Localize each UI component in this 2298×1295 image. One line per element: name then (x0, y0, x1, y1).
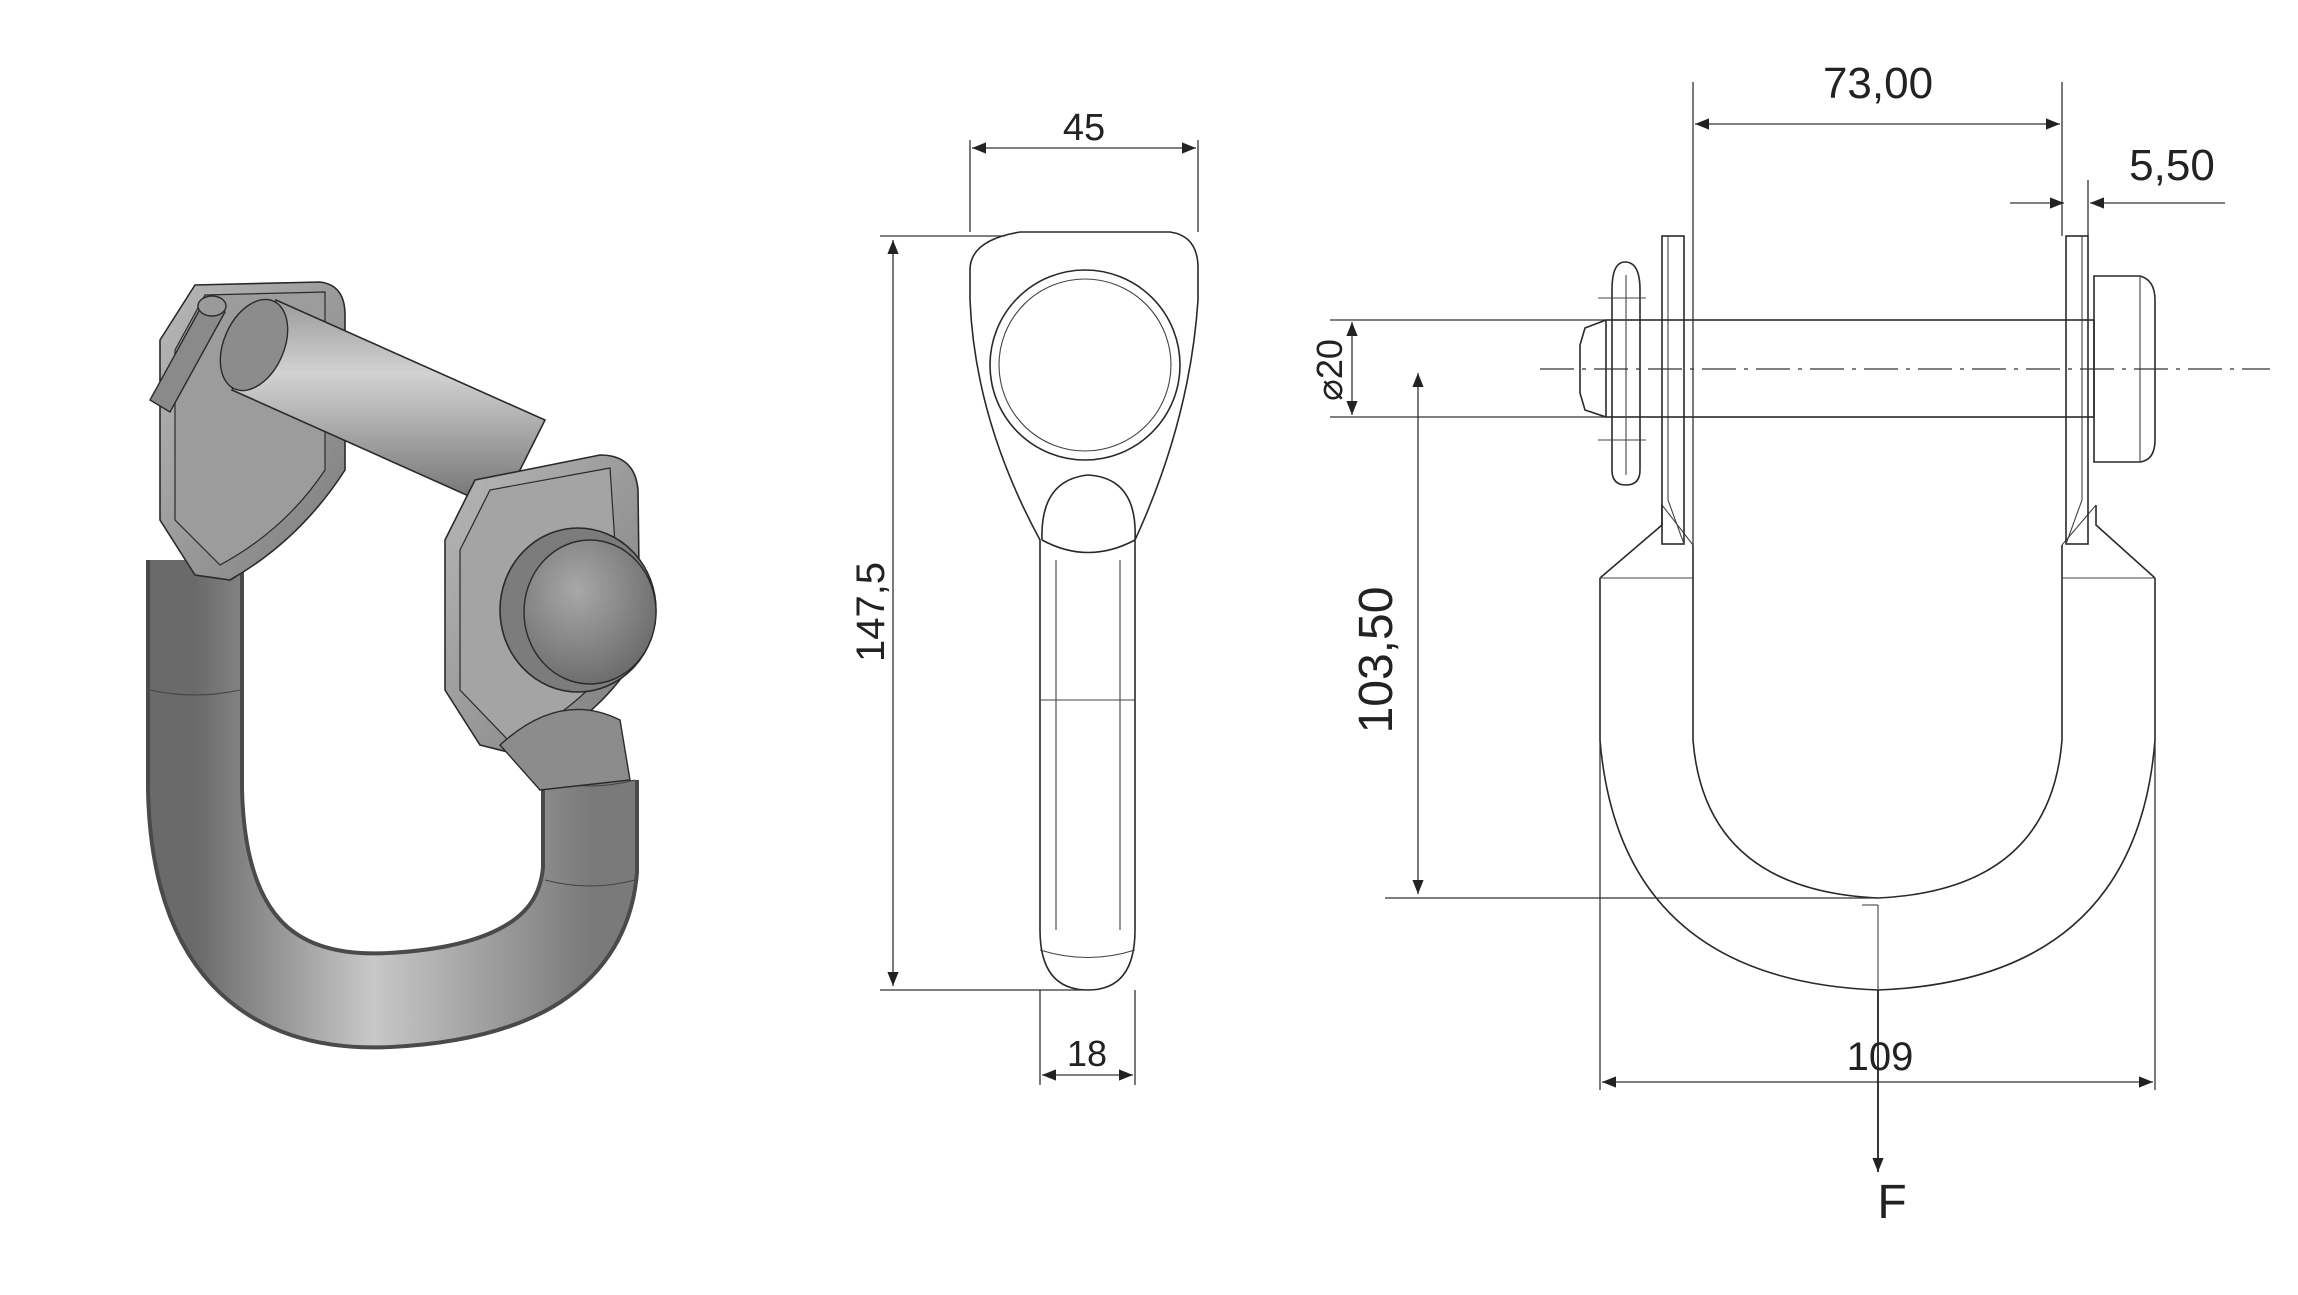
side-view-outline (969, 231, 1199, 991)
dim-shank-width: 18 (1067, 1033, 1107, 1074)
left-plate (1661, 235, 1685, 545)
eye-hole-inner (998, 278, 1172, 452)
bow-inner-outline (1692, 545, 2063, 899)
dim-plate-thickness: 5,50 (2129, 141, 2215, 190)
dim-pin-length: 73,00 (1823, 59, 1933, 108)
force-label: F (1877, 1176, 1906, 1229)
isometric-view (146, 281, 657, 1050)
dim-pin-diameter: ⌀20 (1309, 339, 1350, 401)
right-plate (2065, 235, 2089, 545)
dim-head-width: 45 (1063, 107, 1105, 149)
dim-inner-height: 103,50 (1350, 587, 1403, 734)
front-view: 73,00 5,50 ⌀20 103,50 109 F (1309, 59, 2270, 1229)
pin-head-front (2093, 275, 2156, 463)
eye-hole-outer (989, 269, 1181, 461)
side-view: 45 147,5 18 (849, 107, 1199, 1085)
dim-total-height: 147,5 (849, 562, 893, 662)
cotter-pin (149, 299, 226, 413)
dim-overall-width: 109 (1847, 1035, 1914, 1079)
cotter-pin-front (1611, 261, 1641, 486)
